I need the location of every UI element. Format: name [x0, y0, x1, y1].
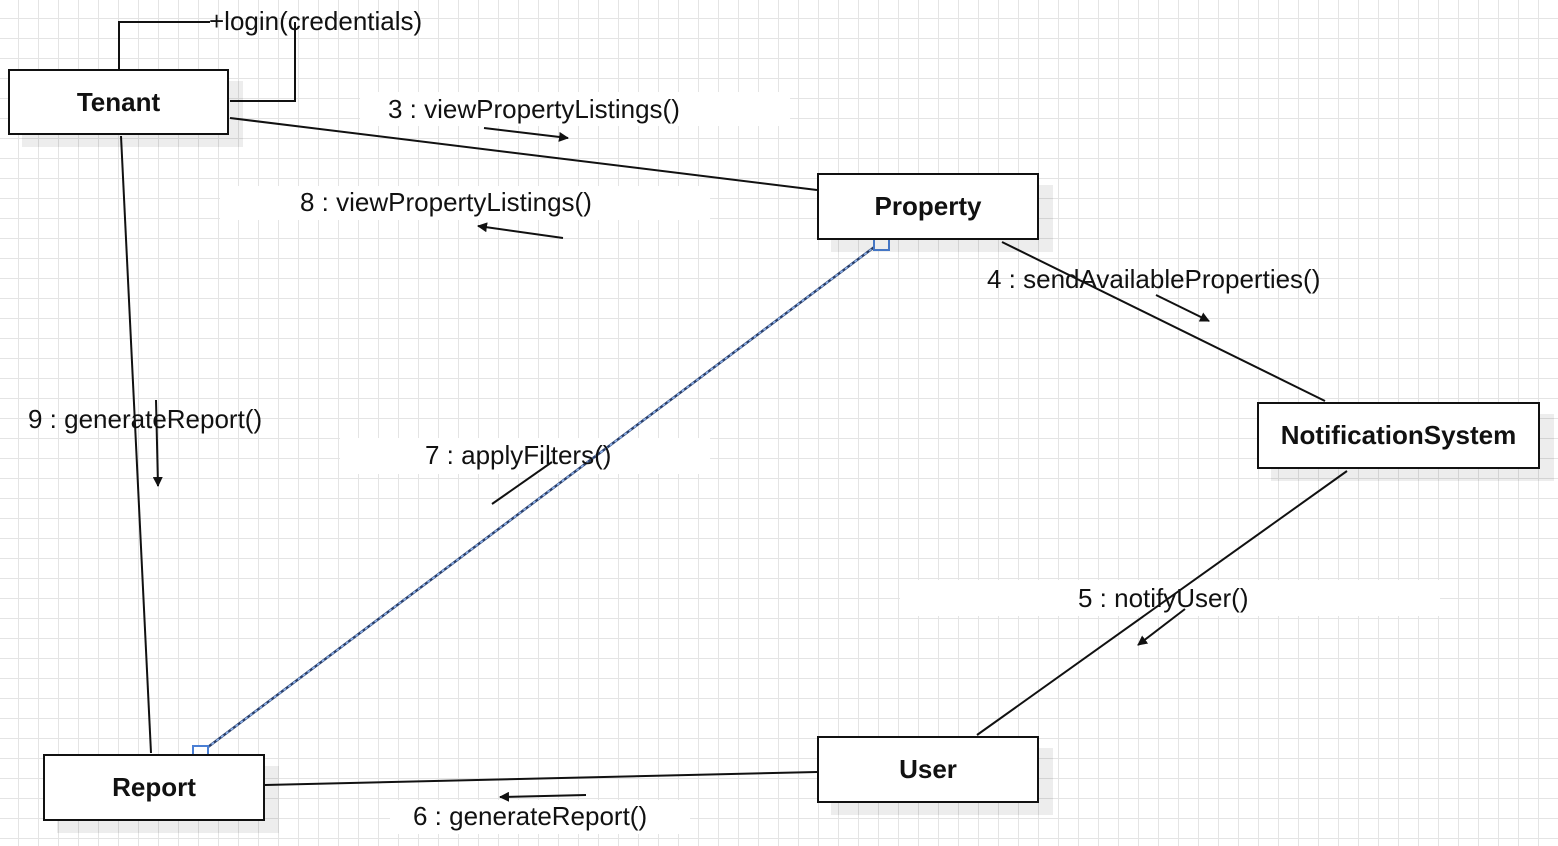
link-notification-user[interactable]: [976, 470, 1348, 736]
arrow-m6: [499, 791, 587, 802]
message-3[interactable]: 3 : viewPropertyListings(): [388, 94, 680, 124]
property-object[interactable]: Property: [817, 173, 1039, 240]
link-tenant-property[interactable]: [229, 117, 818, 191]
message-self-login[interactable]: +login(credentials): [209, 6, 423, 36]
message-5[interactable]: 5 : notifyUser(): [1078, 583, 1249, 613]
arrow-m8: [477, 222, 564, 239]
message-4[interactable]: 4 : sendAvailableProperties(): [987, 264, 1321, 294]
label-backdrop: [340, 438, 710, 474]
tenant-label: Tenant: [76, 86, 161, 117]
label-backdrop: [360, 92, 790, 126]
arrow-m3: [483, 127, 569, 142]
label-backdrop: [390, 800, 690, 834]
arrow-m4: [1155, 294, 1210, 322]
self-login-link[interactable]: [118, 21, 210, 70]
link-property-report-highlight: [199, 241, 882, 754]
property-label: Property: [874, 191, 982, 221]
link-property-notification[interactable]: [1001, 241, 1326, 402]
message-8[interactable]: 8 : viewPropertyListings(): [300, 187, 592, 217]
self-login-link-return[interactable]: [230, 22, 296, 102]
report-object[interactable]: Report: [43, 754, 265, 821]
report-label: Report: [112, 772, 196, 802]
link-user-report[interactable]: [264, 771, 818, 786]
message-7[interactable]: 7 : applyFilters(): [425, 440, 612, 470]
notification-system-object[interactable]: NotificationSystem: [1257, 402, 1540, 469]
label-backdrop: [220, 186, 710, 220]
arrow-m9: [152, 399, 163, 487]
notification-system-label: NotificationSystem: [1280, 420, 1517, 450]
message-6[interactable]: 6 : generateReport(): [413, 801, 648, 831]
arrow-m7: [491, 461, 553, 505]
arrow-m5: [1137, 608, 1186, 646]
message-9[interactable]: 9 : generateReport(): [28, 404, 263, 434]
link-tenant-report[interactable]: [120, 135, 152, 754]
tenant-object[interactable]: Tenant: [8, 69, 229, 135]
user-object[interactable]: User: [817, 736, 1039, 803]
user-label: User: [899, 754, 957, 784]
